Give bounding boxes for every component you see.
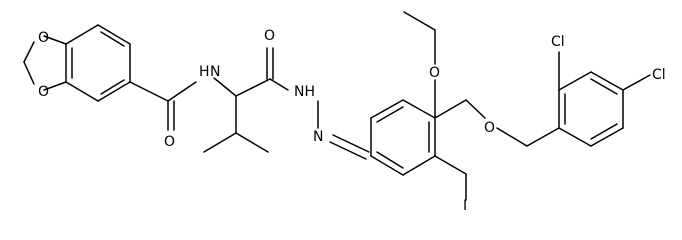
atom-o-ethoxy: O	[429, 65, 440, 81]
atom-o-amide-carbonyl: O	[164, 134, 175, 150]
molecule-canvas: O O O N H O NH N O O I Cl Cl	[23, 11, 666, 211]
atom-iodine: I	[463, 198, 467, 211]
iodo-bond	[434, 155, 467, 201]
atom-o-ether: O	[484, 120, 495, 136]
atom-o-dioxole-top: O	[38, 30, 49, 46]
central-benzene-ring	[370, 99, 436, 176]
atom-nh-hydrazide: NH	[294, 84, 315, 100]
atom-o-hydrazide-carbonyl: O	[264, 28, 275, 44]
benzodioxole-ring	[23, 24, 131, 102]
atom-chlorine-para: Cl	[652, 67, 666, 83]
dichlorophenyl-ring	[558, 51, 651, 147]
ethoxy-group	[403, 11, 436, 119]
atom-labels: O O O N H O NH N O O I Cl Cl	[38, 28, 666, 211]
atom-chlorine-ortho: Cl	[551, 34, 565, 50]
hydrazone-linker	[317, 100, 370, 160]
atom-n-imine: N	[313, 129, 323, 145]
benzyl-ether	[434, 99, 560, 147]
atom-o-dioxole-bottom: O	[38, 84, 49, 100]
atom-n-amide: N	[210, 64, 220, 80]
molecule-structure: O O O N H O NH N O O I Cl Cl	[23, 11, 666, 211]
valine-backbone	[203, 47, 289, 153]
atom-h-amide: H	[199, 64, 210, 80]
amide-group	[129, 77, 237, 131]
